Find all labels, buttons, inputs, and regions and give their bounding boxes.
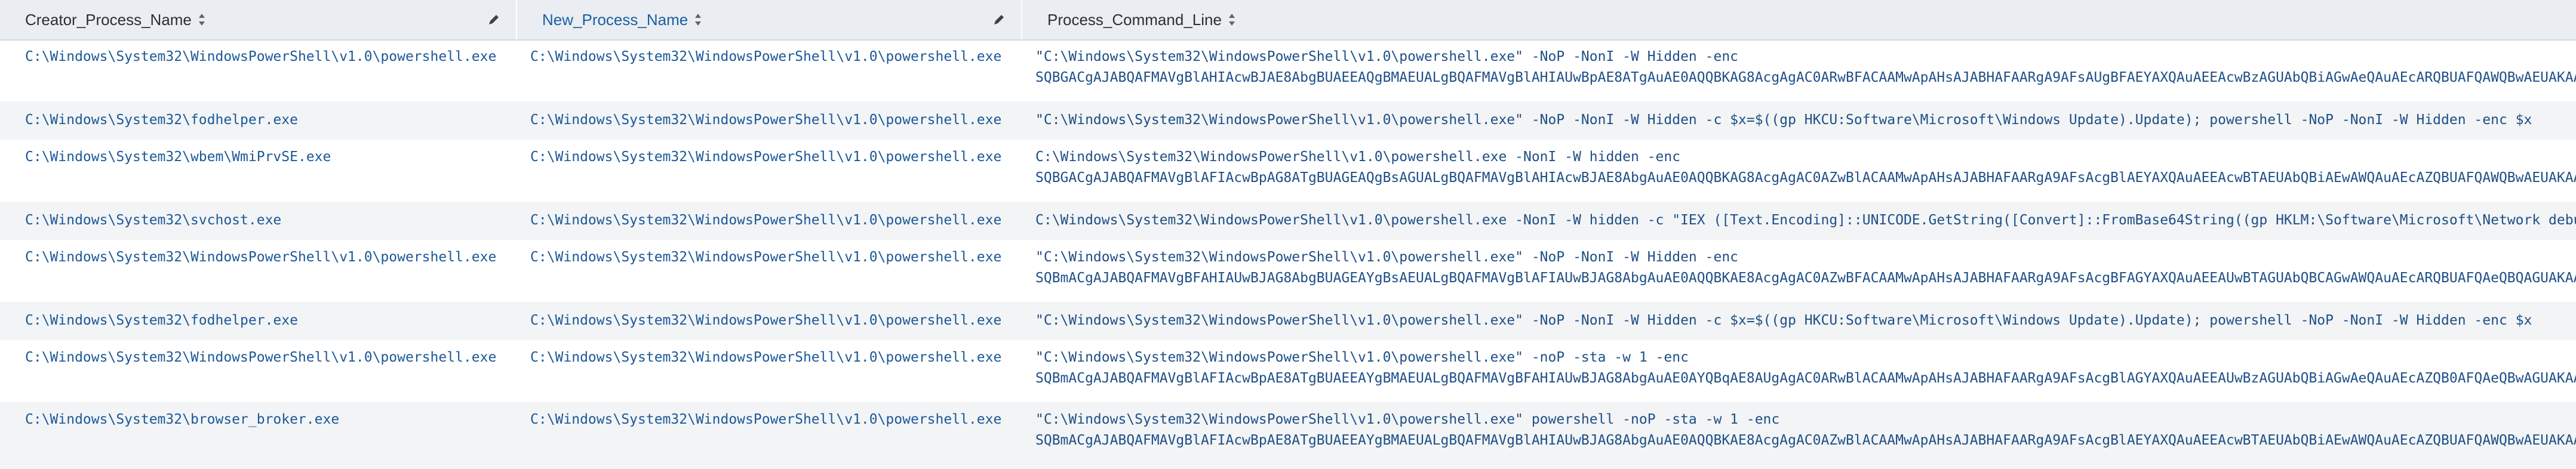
new-process-cell[interactable]: C:\Windows\System32\WindowsPowerShell\v1…: [530, 49, 1002, 64]
command-line-text: SQBGACgAJABQAFMAVgBlAFIAcwBpAG8ATgBUAGEA…: [1035, 170, 2576, 186]
new-process-cell[interactable]: C:\Windows\System32\WindowsPowerShell\v1…: [530, 412, 1002, 427]
command-line-text: SQBGACgAJABQAFMAVgBlAHIAcwBJAE8AbgBUAEEA…: [1035, 70, 2576, 85]
new-process-cell[interactable]: C:\Windows\System32\WindowsPowerShell\v1…: [530, 112, 1002, 128]
command-line-text: SQBmACgAJABQAFMAVgBlAFIAcwBpAE8ATgBUAEEA…: [1035, 433, 2576, 448]
creator-process-cell[interactable]: C:\Windows\System32\WindowsPowerShell\v1…: [25, 350, 497, 365]
command-line-cell[interactable]: "C:\Windows\System32\WindowsPowerShell\v…: [1035, 47, 2576, 88]
creator-process-cell[interactable]: C:\Windows\System32\browser_broker.exe: [25, 412, 340, 427]
creator-process-cell[interactable]: C:\Windows\System32\fodhelper.exe: [25, 112, 298, 128]
column-header-label: New_Process_Name: [542, 10, 688, 29]
table-row: C:\Windows\System32\fodhelper.exe C:\Win…: [0, 101, 2576, 140]
command-line-text: C:\Windows\System32\WindowsPowerShell\v1…: [1035, 212, 2576, 228]
table-row: C:\Windows\System32\WindowsPowerShell\v1…: [0, 240, 2576, 302]
command-line-cell[interactable]: "C:\Windows\System32\WindowsPowerShell\v…: [1035, 247, 2576, 289]
table-row: C:\Windows\System32\WindowsPowerShell\v1…: [0, 41, 2576, 101]
command-line-text: "C:\Windows\System32\WindowsPowerShell\v…: [1035, 313, 2532, 328]
edit-pencil-icon[interactable]: [487, 13, 500, 26]
column-header-new-process-name[interactable]: New_Process_Name: [517, 0, 1022, 39]
command-line-cell[interactable]: C:\Windows\System32\WindowsPowerShell\v1…: [1035, 147, 2576, 189]
new-process-cell[interactable]: C:\Windows\System32\WindowsPowerShell\v1…: [530, 313, 1002, 328]
creator-process-cell[interactable]: C:\Windows\System32\fodhelper.exe: [25, 313, 298, 328]
new-process-cell[interactable]: C:\Windows\System32\WindowsPowerShell\v1…: [530, 149, 1002, 165]
command-line-cell[interactable]: C:\Windows\System32\WindowsPowerShell\v1…: [1035, 210, 2576, 231]
column-header-process-command-line[interactable]: Process_Command_Line: [1022, 0, 2576, 39]
command-line-text: "C:\Windows\System32\WindowsPowerShell\v…: [1035, 350, 1689, 365]
command-line-text: "C:\Windows\System32\WindowsPowerShell\v…: [1035, 412, 1780, 427]
table-row: C:\Windows\System32\wbem\WmiPrvSE.exe C:…: [0, 140, 2576, 202]
command-line-text: C:\Windows\System32\WindowsPowerShell\v1…: [1035, 149, 1681, 165]
new-process-cell[interactable]: C:\Windows\System32\WindowsPowerShell\v1…: [530, 212, 1002, 228]
command-line-text: "C:\Windows\System32\WindowsPowerShell\v…: [1035, 49, 1739, 64]
command-line-cell[interactable]: "C:\Windows\System32\WindowsPowerShell\v…: [1035, 310, 2576, 331]
command-line-cell[interactable]: "C:\Windows\System32\WindowsPowerShell\v…: [1035, 409, 2576, 451]
command-line-cell[interactable]: "C:\Windows\System32\WindowsPowerShell\v…: [1035, 347, 2576, 389]
new-process-cell[interactable]: C:\Windows\System32\WindowsPowerShell\v1…: [530, 350, 1002, 365]
command-line-text: "C:\Windows\System32\WindowsPowerShell\v…: [1035, 249, 1739, 265]
creator-process-cell[interactable]: C:\Windows\System32\wbem\WmiPrvSE.exe: [25, 149, 331, 165]
table-row: C:\Windows\System32\WindowsPowerShell\v1…: [0, 340, 2576, 402]
command-line-text: SQBmACgAJABQAFMAVgBFAHIAUwBJAG8AbgBUAGEA…: [1035, 270, 2576, 286]
new-process-cell[interactable]: C:\Windows\System32\WindowsPowerShell\v1…: [530, 249, 1002, 265]
command-line-text: SQBmACgAJABQAFMAVgBlAFIAcwBpAE8ATgBUAEEA…: [1035, 371, 2576, 386]
column-header-label: Process_Command_Line: [1047, 10, 1222, 29]
creator-process-cell[interactable]: C:\Windows\System32\WindowsPowerShell\v1…: [25, 49, 497, 64]
edit-pencil-icon[interactable]: [992, 13, 1006, 26]
sort-icon[interactable]: [198, 13, 206, 27]
command-line-text: "C:\Windows\System32\WindowsPowerShell\v…: [1035, 112, 2532, 128]
table-header: Creator_Process_Name New_Process_Name Pr…: [0, 0, 2576, 41]
table-row: C:\Windows\System32\svchost.exe C:\Windo…: [0, 202, 2576, 240]
command-line-cell[interactable]: "C:\Windows\System32\WindowsPowerShell\v…: [1035, 110, 2576, 131]
creator-process-cell[interactable]: C:\Windows\System32\WindowsPowerShell\v1…: [25, 249, 497, 265]
column-header-label: Creator_Process_Name: [25, 10, 192, 29]
table-row: C:\Windows\System32\browser_broker.exe C…: [0, 402, 2576, 469]
sort-icon[interactable]: [1228, 13, 1236, 27]
sort-icon[interactable]: [694, 13, 702, 27]
creator-process-cell[interactable]: C:\Windows\System32\svchost.exe: [25, 212, 282, 228]
column-header-creator-process-name[interactable]: Creator_Process_Name: [0, 0, 517, 39]
table-row: C:\Windows\System32\fodhelper.exe C:\Win…: [0, 302, 2576, 340]
